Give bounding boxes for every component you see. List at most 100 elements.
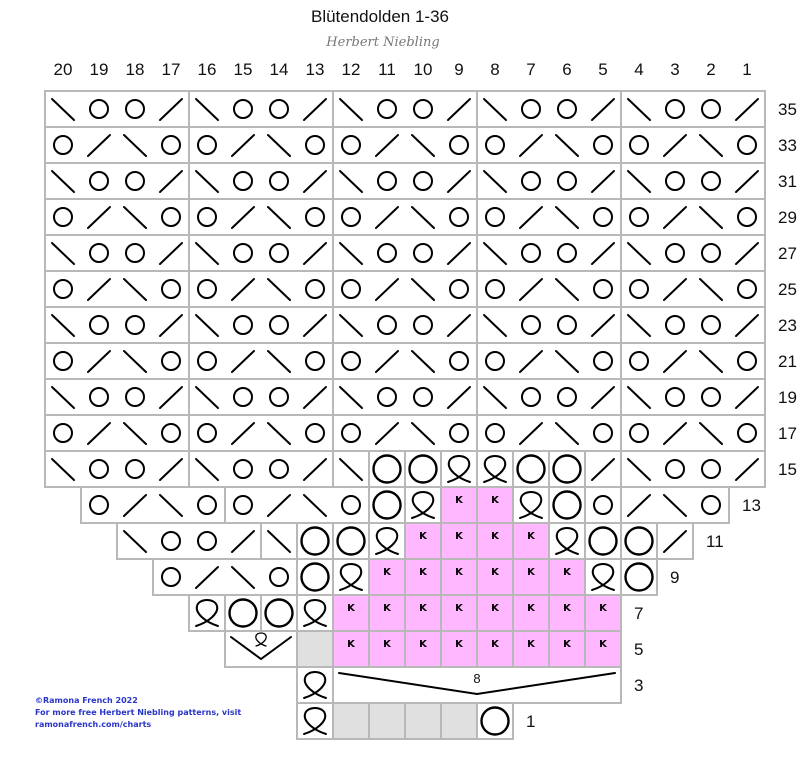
decrease-left-icon xyxy=(411,350,435,373)
decrease-left-icon xyxy=(411,134,435,157)
knit-symbol: K xyxy=(491,603,500,614)
column-number: 7 xyxy=(526,60,535,79)
yarn-over-icon xyxy=(413,99,433,119)
decrease-right-icon xyxy=(663,206,687,229)
knit-cell: K xyxy=(476,522,514,560)
stitch-group xyxy=(296,666,334,704)
yarn-over-icon xyxy=(557,171,577,191)
yarn-over-icon xyxy=(161,423,181,443)
yarn-over-icon xyxy=(341,351,361,371)
cell-box xyxy=(404,522,442,560)
yarn-over-icon xyxy=(125,315,145,335)
decrease-left-icon xyxy=(159,494,183,517)
cell-box xyxy=(440,558,478,596)
decrease-left-icon xyxy=(303,494,327,517)
knit-cell: K xyxy=(332,630,370,668)
decrease-right-icon xyxy=(303,314,327,337)
yarn-over-icon xyxy=(737,351,757,371)
column-number: 1 xyxy=(742,60,751,79)
stitch-group xyxy=(656,522,694,560)
cell-box xyxy=(44,450,190,488)
column-number: 8 xyxy=(490,60,499,79)
decrease-left-icon xyxy=(627,386,651,409)
cell-box xyxy=(332,306,478,344)
large-yarn-over-icon xyxy=(228,598,258,628)
yarn-over-icon xyxy=(269,567,289,587)
yarn-over-icon xyxy=(629,207,649,227)
cell-box xyxy=(332,702,370,740)
yarn-over-icon xyxy=(377,171,397,191)
yarn-over-icon xyxy=(557,243,577,263)
knit-symbol: K xyxy=(455,639,464,650)
copyright-link[interactable]: ramonafrench.com/charts xyxy=(35,720,151,729)
yarn-over-icon xyxy=(269,315,289,335)
stitch-group xyxy=(548,522,586,560)
large-yarn-over-icon xyxy=(624,562,654,592)
no-stitch-cell xyxy=(440,702,478,740)
decrease-right-icon xyxy=(735,314,759,337)
decrease-left-icon xyxy=(663,494,687,517)
row-number: 19 xyxy=(778,388,797,407)
large-yarn-over-icon xyxy=(300,562,330,592)
large-yarn-over-icon xyxy=(264,598,294,628)
decrease-left-icon xyxy=(267,206,291,229)
decrease-left-icon xyxy=(699,422,723,445)
column-number: 19 xyxy=(90,60,109,79)
yarn-over-icon xyxy=(737,279,757,299)
chart-row xyxy=(44,270,766,308)
cell-box xyxy=(188,162,334,200)
yarn-over-icon xyxy=(269,171,289,191)
yarn-over-icon xyxy=(89,387,109,407)
decrease-right-icon xyxy=(267,494,291,517)
yarn-over-icon xyxy=(629,423,649,443)
yarn-over-icon xyxy=(197,351,217,371)
cell-box xyxy=(332,414,478,452)
cell-box xyxy=(332,378,478,416)
large-yarn-over-icon xyxy=(588,526,618,556)
cell-box xyxy=(80,486,226,524)
knit-symbol: K xyxy=(419,567,428,578)
decrease-right-icon xyxy=(519,134,543,157)
decrease-left-icon xyxy=(627,314,651,337)
stitch-group xyxy=(188,270,334,308)
cell-box xyxy=(188,414,334,452)
stitch-group xyxy=(332,270,478,308)
yarn-over-icon xyxy=(485,207,505,227)
loop-icon xyxy=(555,527,579,555)
large-yarn-over-icon xyxy=(552,454,582,484)
cell-box xyxy=(620,270,766,308)
decrease-left-icon xyxy=(195,170,219,193)
yarn-over-icon xyxy=(305,351,325,371)
chart-row xyxy=(44,126,766,164)
bracket-icon xyxy=(338,672,616,696)
knit-symbol: K xyxy=(419,603,428,614)
decrease-right-icon xyxy=(663,530,687,553)
yarn-over-icon xyxy=(557,387,577,407)
yarn-over-icon xyxy=(125,171,145,191)
stitch-group xyxy=(332,342,478,380)
stitch-group xyxy=(584,558,622,596)
stitch-group xyxy=(476,198,622,236)
stitch-group xyxy=(260,522,298,560)
cell-box xyxy=(224,630,298,668)
column-number: 9 xyxy=(454,60,463,79)
yarn-over-icon xyxy=(485,423,505,443)
row-number: 33 xyxy=(778,136,797,155)
decrease-left-icon xyxy=(267,422,291,445)
stitch-group xyxy=(476,342,622,380)
decrease-right-icon xyxy=(159,170,183,193)
row-number: 13 xyxy=(742,496,761,515)
yarn-over-icon xyxy=(701,387,721,407)
stitch-group xyxy=(332,558,370,596)
chart-row xyxy=(44,378,766,416)
yarn-over-icon xyxy=(521,387,541,407)
yarn-over-icon xyxy=(161,567,181,587)
cell-box xyxy=(44,198,190,236)
decrease-left-icon xyxy=(483,386,507,409)
stitch-group xyxy=(332,162,478,200)
loop-icon xyxy=(483,455,507,483)
yarn-over-icon xyxy=(557,99,577,119)
